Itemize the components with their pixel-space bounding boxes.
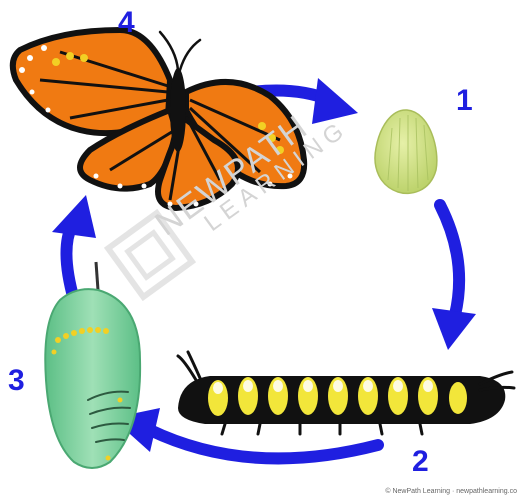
stage-number-caterpillar: 2 [412,447,429,477]
stage-number-chrysalis: 3 [8,366,25,396]
chrysalis [45,262,140,468]
credit-line: © NewPath Learning · newpathlearning.co [385,488,517,495]
caterpillar [178,352,514,434]
arrow-chrysalis-to-butterfly [52,195,96,300]
arrow-egg-to-caterpillar [432,205,476,350]
stage-number-butterfly: 4 [118,8,135,38]
stage-number-egg: 1 [456,86,473,116]
egg [375,110,437,193]
